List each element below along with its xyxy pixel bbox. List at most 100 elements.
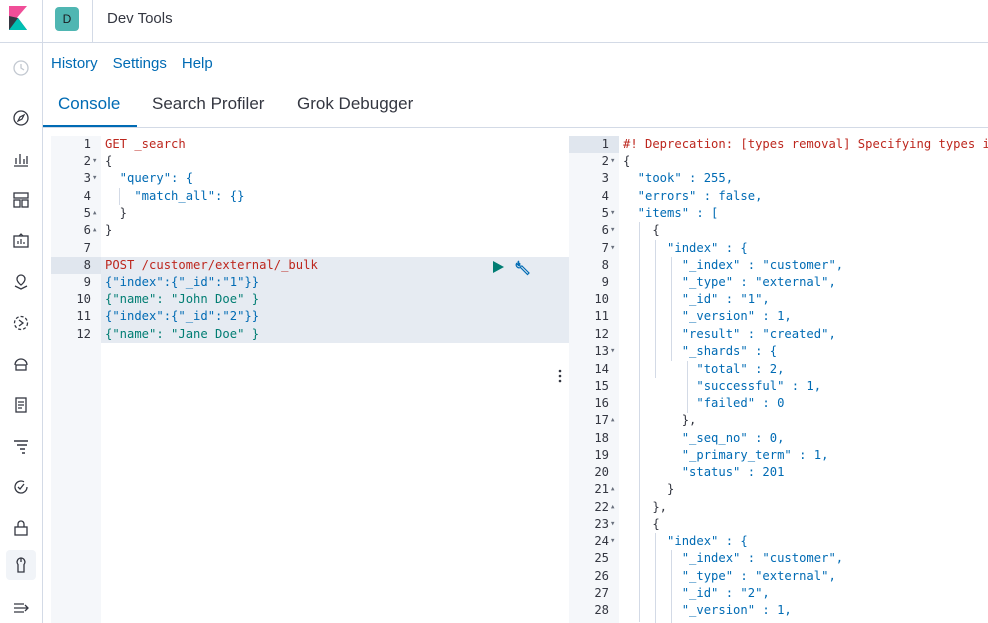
canvas-icon[interactable] xyxy=(6,226,36,256)
tab-bar: Console Search Profiler Grok Debugger xyxy=(43,86,988,128)
uptime-icon[interactable] xyxy=(6,472,36,502)
history-link[interactable]: History xyxy=(51,55,98,72)
tab-console[interactable]: Console xyxy=(58,94,121,113)
code-line: "failed" : 0 xyxy=(623,396,785,410)
line-number: 1 xyxy=(601,137,609,151)
visualize-icon[interactable] xyxy=(6,144,36,174)
maps-icon[interactable] xyxy=(6,267,36,297)
fold-toggle-icon[interactable]: ▾ xyxy=(92,173,98,183)
code-line: }, xyxy=(623,500,668,514)
code-line: GET _search xyxy=(105,137,186,151)
tab-search-profiler[interactable]: Search Profiler xyxy=(152,94,265,113)
code-line: "errors" : false, xyxy=(623,189,763,203)
line-gutter xyxy=(569,136,619,623)
indent-guide xyxy=(655,240,656,378)
line-number: 5 xyxy=(601,206,609,220)
line-number: 1 xyxy=(83,137,91,151)
code-line: "match_all": {} xyxy=(105,189,245,203)
line-number: 24 xyxy=(594,534,609,548)
line-number: 7 xyxy=(601,241,609,255)
line-number: 11 xyxy=(594,309,609,323)
line-number: 8 xyxy=(83,258,91,272)
code-line: {"index":{"_id":"2"}} xyxy=(105,309,260,323)
line-number: 10 xyxy=(594,292,609,306)
code-line: { xyxy=(623,517,660,531)
line-number: 19 xyxy=(594,448,609,462)
code-line: {"index":{"_id":"1"}} xyxy=(105,275,260,289)
fold-toggle-icon[interactable]: ▴ xyxy=(92,225,98,235)
line-number: 12 xyxy=(76,327,91,341)
line-number: 11 xyxy=(76,309,91,323)
apm-icon[interactable] xyxy=(6,431,36,461)
tab-grok-debugger[interactable]: Grok Debugger xyxy=(297,94,414,113)
fold-toggle-icon[interactable]: ▾ xyxy=(610,243,616,253)
space-avatar[interactable]: D xyxy=(55,7,79,31)
discover-icon[interactable] xyxy=(6,103,36,133)
line-number: 12 xyxy=(594,327,609,341)
fold-toggle-icon[interactable]: ▾ xyxy=(610,208,616,218)
kibana-logo-icon[interactable] xyxy=(6,6,30,30)
settings-link[interactable]: Settings xyxy=(112,55,167,72)
code-line: "result" : "created", xyxy=(623,327,836,341)
code-line: "total" : 2, xyxy=(623,362,785,376)
line-number: 18 xyxy=(594,431,609,445)
top-header: D Dev Tools xyxy=(0,0,988,43)
fold-toggle-icon[interactable]: ▾ xyxy=(610,346,616,356)
collapse-icon[interactable] xyxy=(6,593,36,623)
line-gutter xyxy=(51,136,101,623)
fold-toggle-icon[interactable]: ▴ xyxy=(92,208,98,218)
line-number: 17 xyxy=(594,413,609,427)
fold-toggle-icon[interactable]: ▴ xyxy=(610,415,616,425)
fold-toggle-icon[interactable]: ▾ xyxy=(92,156,98,166)
fold-toggle-icon[interactable]: ▴ xyxy=(610,502,616,512)
line-number: 28 xyxy=(594,603,609,617)
clock-icon[interactable] xyxy=(6,53,36,83)
code-line: "took" : 255, xyxy=(623,171,734,185)
page-title: Dev Tools xyxy=(107,10,173,27)
code-line: } xyxy=(105,206,128,220)
code-line: "query": { xyxy=(105,171,194,185)
indent-guide xyxy=(655,533,656,623)
code-line: "index" : { xyxy=(623,534,748,548)
ml-icon[interactable] xyxy=(6,308,36,338)
play-icon[interactable] xyxy=(491,260,505,277)
line-number: 21 xyxy=(594,482,609,496)
dashboard-icon[interactable] xyxy=(6,185,36,215)
line-number: 15 xyxy=(594,379,609,393)
indent-guide xyxy=(119,188,120,205)
code-line: "_type" : "external", xyxy=(623,275,836,289)
fold-toggle-icon[interactable]: ▾ xyxy=(610,225,616,235)
line-number: 2 xyxy=(601,154,609,168)
line-number: 8 xyxy=(601,258,609,272)
logs-icon[interactable] xyxy=(6,390,36,420)
code-line: "_version" : 1, xyxy=(623,309,792,323)
indent-guide xyxy=(687,361,688,413)
request-editor[interactable]: 1 2 3 4 5 6 7 8 9 10 11 12 ▾ ▾ ▴ ▴ GET _… xyxy=(51,136,604,623)
line-number: 23 xyxy=(594,517,609,531)
fold-toggle-icon[interactable]: ▾ xyxy=(610,536,616,546)
line-number: 20 xyxy=(594,465,609,479)
line-number: 4 xyxy=(83,189,91,203)
fold-toggle-icon[interactable]: ▾ xyxy=(610,519,616,529)
code-line: } xyxy=(105,223,113,237)
response-editor[interactable]: 1 2 3 4 5 6 7 8 9 10 11 12 13 14 15 16 1… xyxy=(569,136,988,623)
help-link[interactable]: Help xyxy=(181,55,213,72)
line-number: 2 xyxy=(83,154,91,168)
infrastructure-icon[interactable] xyxy=(6,349,36,379)
resize-handle-icon[interactable] xyxy=(556,366,564,386)
indent-guide xyxy=(671,550,672,623)
line-number: 25 xyxy=(594,551,609,565)
fold-toggle-icon[interactable]: ▾ xyxy=(610,156,616,166)
devtools-icon[interactable] xyxy=(6,550,36,580)
line-number: 14 xyxy=(594,362,609,376)
code-line: { xyxy=(623,154,631,168)
side-navigation xyxy=(0,43,43,623)
wrench-icon[interactable] xyxy=(514,258,532,279)
siem-icon[interactable] xyxy=(6,513,36,543)
line-number: 10 xyxy=(76,292,91,306)
code-line: "_seq_no" : 0, xyxy=(623,431,785,445)
indent-guide xyxy=(639,222,640,622)
line-number: 26 xyxy=(594,569,609,583)
fold-toggle-icon[interactable]: ▴ xyxy=(610,484,616,494)
code-line: "_index" : "customer", xyxy=(623,258,844,272)
